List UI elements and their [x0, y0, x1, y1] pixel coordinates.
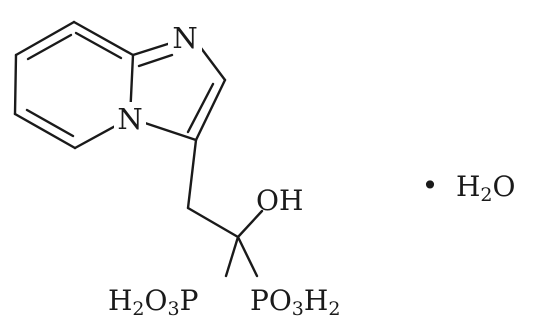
- side-chain: [186, 138, 264, 278]
- bond-c5-c6: [13, 112, 77, 150]
- hydrate-dot: •: [422, 169, 439, 202]
- double-bond-c2-c3: [186, 82, 215, 134]
- ring-nitrogen-top: N: [172, 21, 197, 55]
- double-bond-c8a-n1: [137, 53, 174, 68]
- bond-ch2-quaternary-c: [186, 206, 240, 239]
- bond-c3-ch2: [186, 138, 198, 210]
- phosphonic-acid-right-label: PO3H2: [250, 284, 340, 320]
- phosphonic-acid-left-label: H2O3P: [108, 284, 198, 320]
- bond-c6-c7: [13, 53, 18, 116]
- bond-c-p-right: [236, 235, 259, 278]
- double-bond-c8a-c8: [74, 31, 123, 60]
- bond-c8-c8a: [72, 20, 135, 57]
- double-bond-c6-c5: [25, 108, 75, 138]
- ring-nitrogen-bridgehead: N: [117, 102, 142, 136]
- bond-c-p-left: [224, 235, 240, 278]
- bond-c-oh: [236, 209, 264, 239]
- bond-c7-c8: [14, 20, 76, 57]
- bond-n1-c2: [196, 42, 227, 82]
- double-bond-c8-c7: [26, 33, 73, 61]
- bond-c8a-n1: [131, 40, 176, 57]
- hydroxyl-label: OH: [256, 184, 303, 217]
- bond-c2-c3: [194, 78, 227, 142]
- water-formula-label: H2O: [456, 170, 515, 206]
